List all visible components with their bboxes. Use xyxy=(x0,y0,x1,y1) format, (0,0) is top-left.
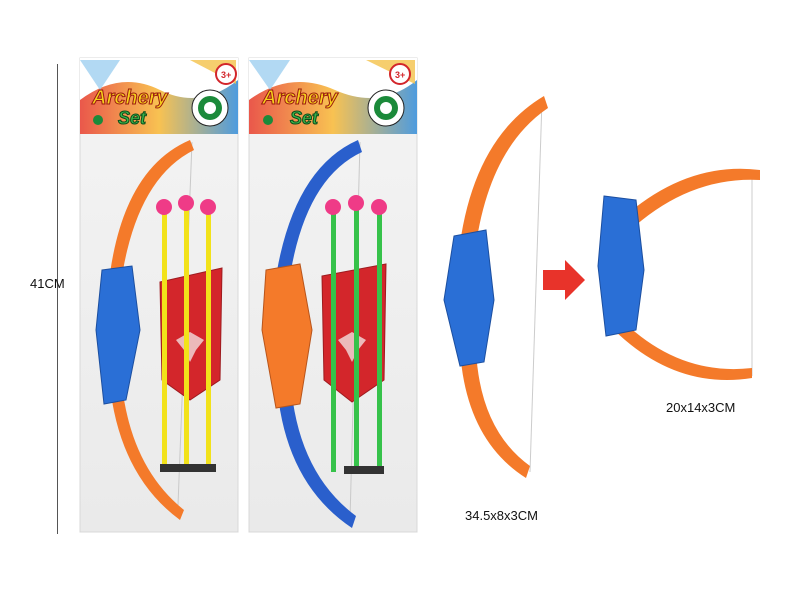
target-icon xyxy=(367,89,405,127)
arrow-fletching xyxy=(160,464,216,472)
bow-folded xyxy=(597,168,760,380)
bow-grip xyxy=(443,229,495,367)
folded-bow-dimensions: 20x14x3CM xyxy=(666,400,736,415)
arrow-shaft xyxy=(206,208,211,470)
bow xyxy=(95,140,194,520)
age-badge xyxy=(389,63,411,85)
eagle-emblem-icon xyxy=(176,332,204,362)
badge-dot xyxy=(93,115,103,125)
package-header: Archery Set 3+ xyxy=(80,58,238,134)
age-badge xyxy=(215,63,237,85)
logo-line-1: Archery xyxy=(261,87,338,109)
lower-limb xyxy=(460,350,530,478)
arrow-tip xyxy=(325,199,341,215)
bow-extended xyxy=(443,96,548,478)
age-badge-text: 3+ xyxy=(395,70,405,80)
package-header: Archery Set 3+ xyxy=(249,58,417,134)
arrow-tip xyxy=(156,199,172,215)
arrow-tip xyxy=(348,195,364,211)
logo-line-2: Set xyxy=(118,108,147,128)
height-label: 41CM xyxy=(30,276,65,291)
logo-line-1: Archery xyxy=(91,87,168,109)
bow-grip xyxy=(95,265,141,405)
package-2: Archery Set 3+ xyxy=(248,57,418,533)
arrows xyxy=(325,195,387,474)
badge-dot xyxy=(263,115,273,125)
bow xyxy=(261,140,362,528)
extended-bow-dimensions: 34.5x8x3CM xyxy=(465,508,538,523)
arrow-fletching xyxy=(344,466,384,474)
upper-limb xyxy=(458,96,548,260)
bow-grip xyxy=(261,263,313,409)
age-badge-text: 3+ xyxy=(221,70,231,80)
arrow-shaft xyxy=(162,208,167,470)
height-dimension-line xyxy=(57,64,58,534)
quiver xyxy=(159,267,223,401)
arrow-shaft xyxy=(354,204,359,472)
arrow-tip xyxy=(200,199,216,215)
arrow-shaft xyxy=(184,204,189,470)
arrow-shaft xyxy=(377,208,382,472)
bow-grip xyxy=(597,195,645,337)
bowstring xyxy=(529,99,543,473)
target-icon xyxy=(191,89,229,127)
logo-line-2: Set xyxy=(290,108,319,128)
arrow-right-icon xyxy=(543,260,585,300)
lower-limb xyxy=(614,324,752,380)
package-1: Archery Set 3+ xyxy=(79,57,239,533)
arrow-tip xyxy=(371,199,387,215)
arrows xyxy=(156,195,216,472)
arrow-shaft xyxy=(331,208,336,472)
arrow-tip xyxy=(178,195,194,211)
